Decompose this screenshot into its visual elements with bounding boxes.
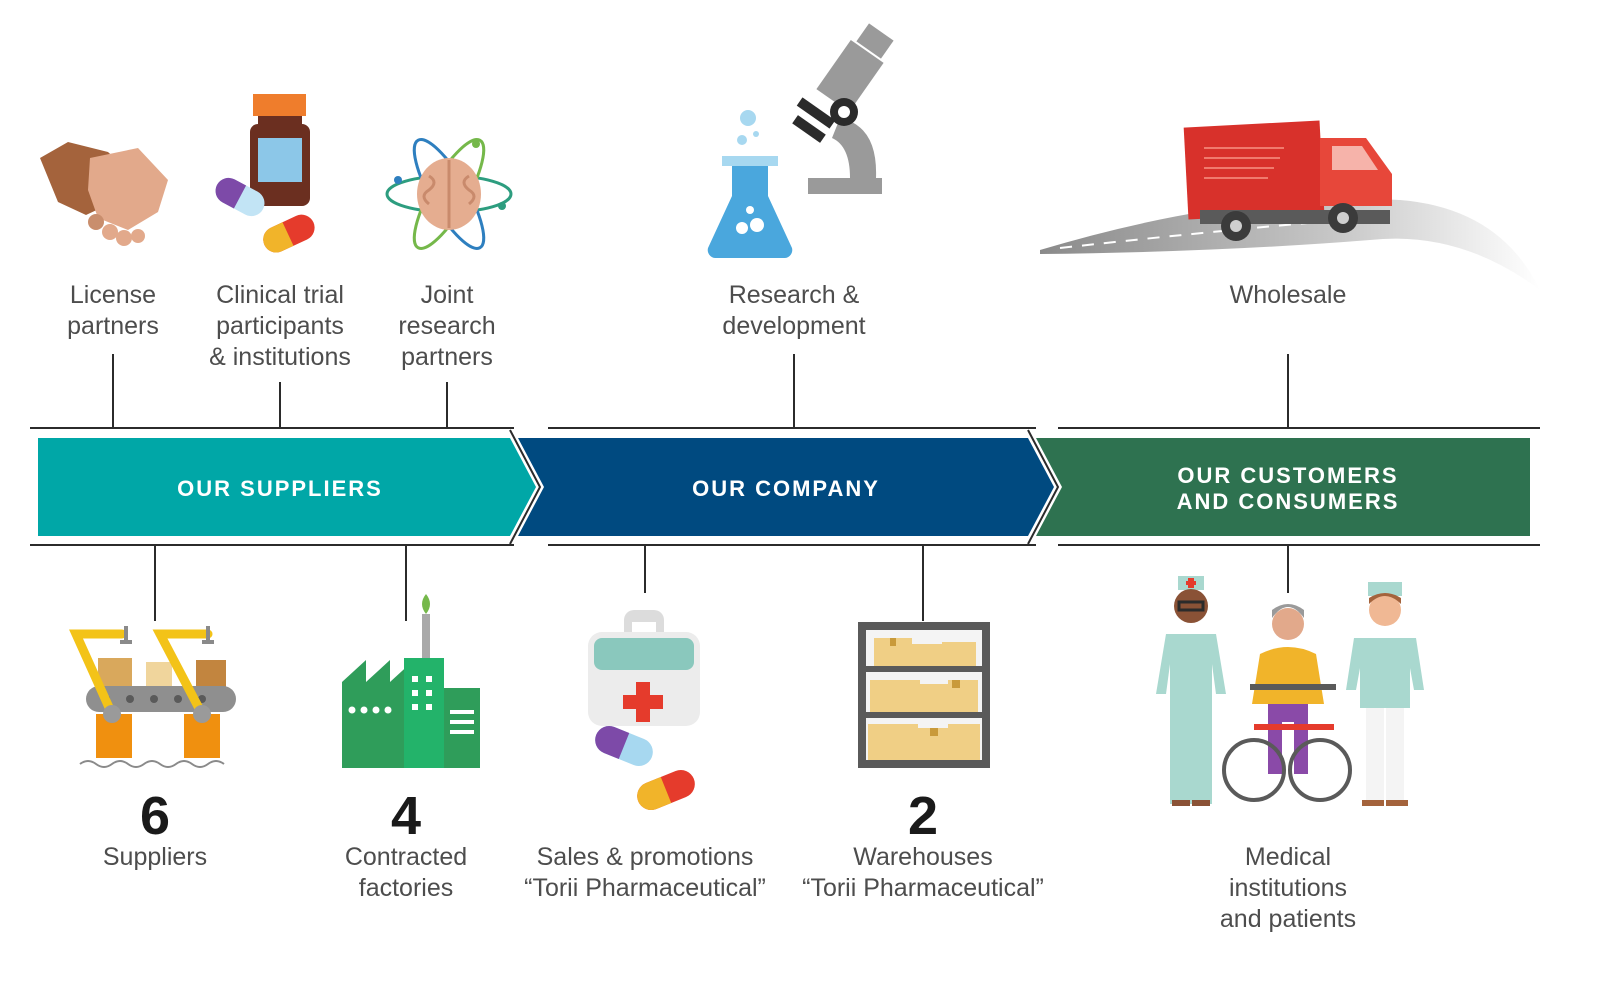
count-factories: 4 [390, 786, 422, 846]
band-suppliers [38, 438, 536, 536]
connector-sales [644, 545, 646, 593]
band-label-customers: OUR CUSTOMERS AND CONSUMERS [1176, 463, 1400, 514]
bottom-rule-customers [1058, 544, 1540, 546]
label-wholesale: Wholesale [1229, 281, 1347, 309]
label-suppliers: Suppliers [102, 843, 208, 871]
medicine-bottle-icon [215, 94, 315, 253]
microscope-flask-icon [707, 23, 894, 258]
connector-rnd [793, 354, 795, 428]
connector-medical [1287, 545, 1289, 593]
handshake-icon [40, 142, 168, 246]
band-label-suppliers: OUR SUPPLIERS [177, 476, 383, 501]
label-research-development: Research &development [722, 281, 866, 340]
connector-joint [446, 382, 448, 428]
connector-clinical [279, 382, 281, 428]
top-rule-company [548, 427, 1036, 429]
factory-icon [342, 594, 480, 768]
top-rule-suppliers [30, 427, 514, 429]
connector-factories [405, 545, 407, 621]
count-suppliers: 6 [139, 786, 171, 846]
top-rule-customers [1058, 427, 1540, 429]
warehouse-shelf-icon [858, 622, 990, 768]
label-sales-promotions: Sales & promotions“Torii Pharmaceutical” [524, 843, 766, 902]
band-customers [1036, 438, 1530, 536]
truck-icon [1040, 120, 1540, 290]
connector-license [112, 354, 114, 428]
bottom-rule-suppliers [30, 544, 514, 546]
count-warehouses: 2 [907, 786, 939, 846]
band-label-company: OUR COMPANY [692, 476, 880, 501]
bottom-rule-company [548, 544, 1036, 546]
connector-wholesale [1287, 354, 1289, 428]
conveyor-robot-icon [69, 626, 236, 768]
medical-staff-patient-icon [1156, 576, 1424, 806]
brain-atom-icon [385, 138, 513, 250]
medical-kit-icon [588, 610, 700, 810]
band-company [518, 438, 1054, 536]
connector-suppliers [154, 545, 156, 621]
label-warehouses: Warehouses“Torii Pharmaceutical” [802, 843, 1044, 902]
connector-warehouses [922, 545, 924, 621]
